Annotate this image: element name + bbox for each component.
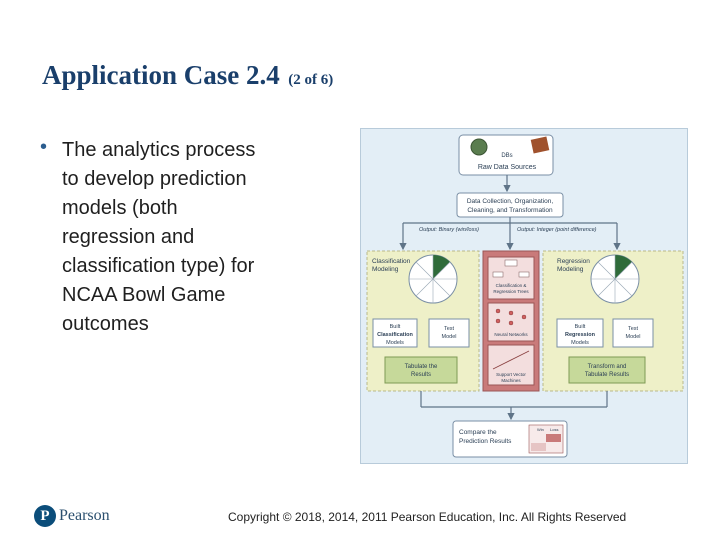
technique-label: Regression Trees [493,289,529,294]
table-cell [531,443,546,451]
box-label: Regression [565,332,596,338]
box-label: Results [411,372,431,378]
diagram-canvas: DBs Raw Data Sources Data Collection, Or… [361,129,689,465]
box-label: Classification [377,332,413,338]
analytics-process-diagram: DBs Raw Data Sources Data Collection, Or… [360,128,688,464]
box-label: Built [390,324,401,330]
dbs-label: DBs [501,153,512,159]
bullet-text: The analytics process to develop predict… [62,136,310,339]
bullet-line: models (both [62,194,310,223]
box-label: Models [386,340,404,346]
technique-label: Support Vector [496,372,526,377]
test-model-box [613,319,653,347]
raw-data-sources-label: Raw Data Sources [478,164,537,171]
pearson-logo-icon: P [34,505,56,527]
transform-tabulate-box [569,357,645,383]
tabulate-results-box [385,357,457,383]
collection-label-line: Data Collection, Organization, [467,198,554,205]
box-label: Built [575,324,586,330]
globe-icon [471,139,487,155]
classification-modeling-label: Classification [372,258,411,265]
collection-label-line: Cleaning, and Transformation [467,207,553,214]
technique-label: Neural Networks [494,332,528,337]
regression-modeling-label: Modeling [557,266,584,273]
test-model-box [429,319,469,347]
pearson-logo: P Pearson [34,505,110,527]
box-label: Models [571,340,589,346]
box-label: Model [442,334,457,340]
box-label: Tabulate Results [585,372,629,378]
copyright-notice: Copyright © 2018, 2014, 2011 Pearson Edu… [228,510,626,524]
box-label: Transform and [588,364,627,370]
table-cell [546,434,561,442]
bullet-line: The analytics process [62,136,310,165]
table-header: Win [537,427,544,432]
bullet-line: NCAA Bowl Game [62,281,310,310]
box-label: Test [628,326,639,332]
title-main: Application Case 2.4 [42,60,280,90]
classification-modeling-label: Modeling [372,266,399,273]
box-label: Tabulate the [405,364,438,370]
table-header: Loss [550,427,558,432]
output-binary-label: Output: Binary (win/loss) [419,227,479,233]
bullet-line: outcomes [62,310,310,339]
bullet-line: classification type) for [62,252,310,281]
technique-label: Machines [501,378,521,383]
bullet-item: • The analytics process to develop predi… [40,136,310,339]
output-integer-label: Output: Integer (point difference) [517,227,597,233]
bullet-line: to develop prediction [62,165,310,194]
box-label: Prediction Results [459,438,512,445]
bullet-marker: • [40,136,47,159]
box-label: Test [444,326,455,332]
bullet-line: regression and [62,223,310,252]
regression-modeling-label: Regression [557,258,590,265]
technique-label: Classification & [496,283,527,288]
slide-title: Application Case 2.4 (2 of 6) [42,60,333,91]
title-part-indicator: (2 of 6) [288,72,333,88]
pearson-wordmark: Pearson [59,507,110,525]
box-label: Model [626,334,641,340]
box-label: Compare the [459,429,497,436]
